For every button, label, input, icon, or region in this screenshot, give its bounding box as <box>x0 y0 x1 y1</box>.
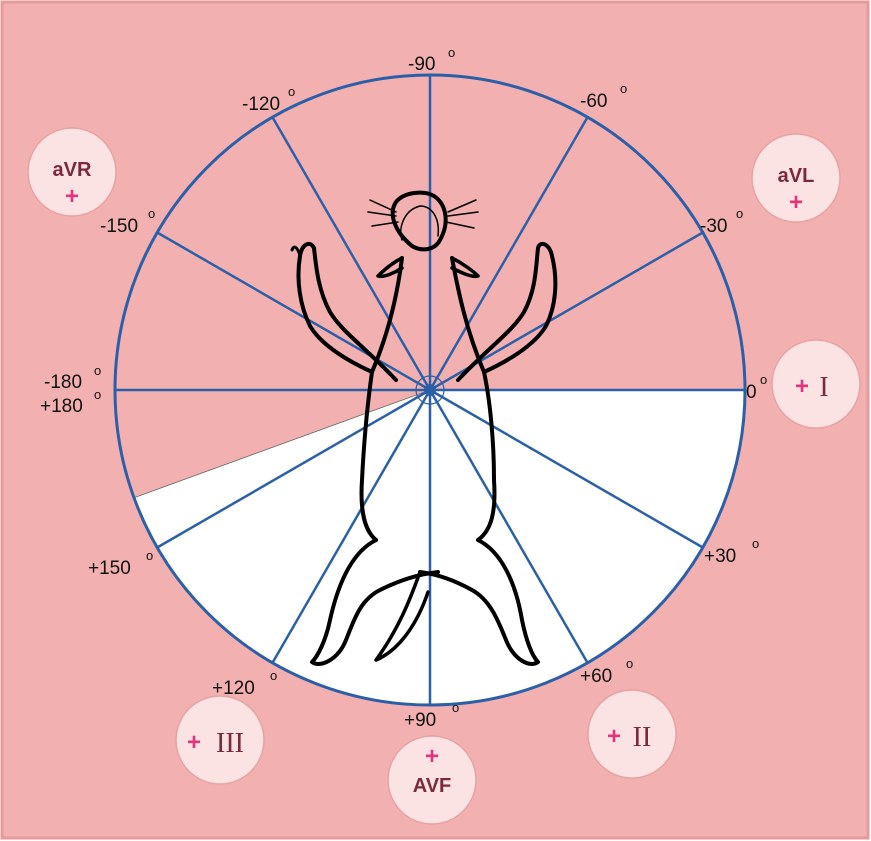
angle-label-neg60: -60 <box>580 91 607 112</box>
angle-label-neg180: -180 <box>44 372 82 393</box>
lead-label-ii: II <box>633 722 652 753</box>
lead-badge-iii: + III <box>176 696 264 784</box>
degree-mark-pos60: o <box>626 656 633 671</box>
degree-mark-neg180: o <box>94 363 101 378</box>
degree-mark-zero: o <box>760 372 767 387</box>
lead-badge-avl: aVL + <box>752 134 840 222</box>
degree-mark-neg120: o <box>288 84 295 99</box>
lead-badge-i: + I <box>772 340 860 428</box>
plus-icon: + <box>425 743 439 770</box>
plus-icon: + <box>607 723 621 750</box>
angle-label-pos180: +180 <box>40 396 83 417</box>
lead-label-i: I <box>819 372 828 403</box>
plus-icon: + <box>187 729 201 756</box>
degree-mark-pos150: o <box>146 548 153 563</box>
lead-label-avr: aVR <box>53 159 92 181</box>
degree-mark-neg30: o <box>736 206 743 221</box>
degree-mark-pos90: o <box>452 700 459 715</box>
degree-mark-pos30: o <box>752 536 759 551</box>
lead-label-iii: III <box>216 728 244 759</box>
lead-badge-avr: aVR + <box>28 128 116 216</box>
angle-label-pos60: +60 <box>580 666 612 687</box>
angle-label-pos150: +150 <box>88 558 131 579</box>
angle-label-neg150: -150 <box>100 216 138 237</box>
plus-icon: + <box>789 189 803 216</box>
center-dot <box>424 384 436 396</box>
degree-mark-neg90: o <box>448 45 455 60</box>
degree-mark-neg60: o <box>620 81 627 96</box>
angle-label-zero: 0 <box>746 382 757 403</box>
lead-label-avl: aVL <box>778 165 815 187</box>
angle-label-pos30: +30 <box>704 546 736 567</box>
plus-icon: + <box>795 373 809 400</box>
angle-label-pos90: +90 <box>404 710 436 731</box>
angle-label-neg30: -30 <box>700 216 727 237</box>
lead-badge-ii: + II <box>588 690 676 778</box>
angle-label-neg90: -90 <box>408 54 435 75</box>
lead-label-avf: AVF <box>413 775 452 797</box>
angle-label-neg120: -120 <box>242 94 280 115</box>
plus-icon: + <box>65 183 79 210</box>
degree-mark-neg150: o <box>148 206 155 221</box>
degree-mark-pos180: o <box>94 387 101 402</box>
lead-badge-avf: + AVF <box>388 736 476 824</box>
degree-mark-pos120: o <box>270 668 277 683</box>
